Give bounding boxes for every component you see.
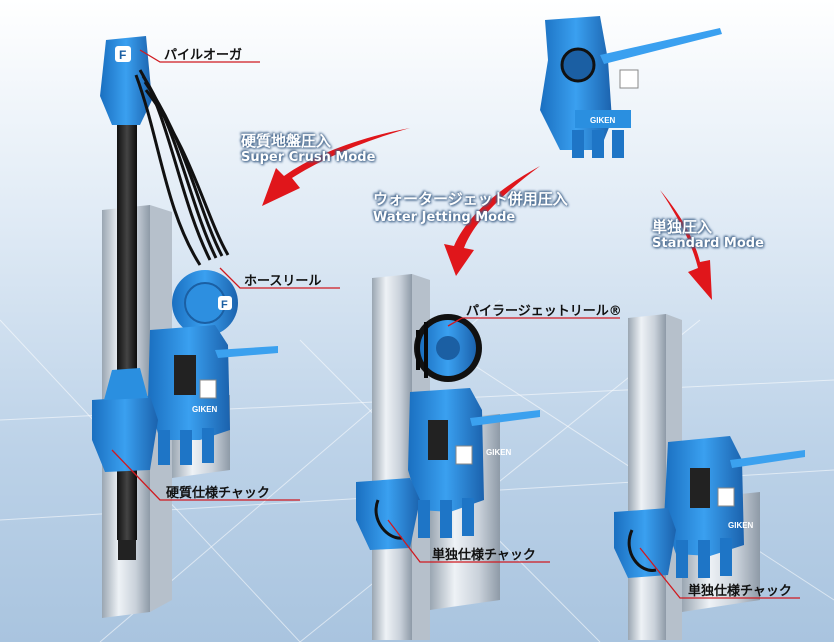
svg-text:F: F bbox=[119, 48, 126, 62]
chuck bbox=[92, 396, 158, 472]
super-crush-en-label: Super Crush Mode bbox=[241, 150, 376, 165]
top-press-machine: GIKEN bbox=[540, 16, 722, 158]
arrow-water-jetting bbox=[444, 166, 540, 276]
sheet-pile bbox=[372, 274, 412, 640]
brand-logo: GIKEN bbox=[192, 405, 218, 414]
water-jetting-en-label: Water Jetting Mode bbox=[373, 210, 516, 225]
standard-chuck-callout-1: 単独仕様チャック bbox=[432, 548, 536, 563]
super-crush-jp-label: 硬質地盤圧入 bbox=[241, 132, 332, 150]
svg-text:GIKEN: GIKEN bbox=[486, 448, 512, 457]
hard-chuck-callout: 硬質仕様チャック bbox=[166, 486, 270, 501]
svg-text:GIKEN: GIKEN bbox=[728, 521, 754, 530]
standard-en-label: Standard Mode bbox=[652, 236, 764, 251]
pile-auger-head bbox=[100, 36, 152, 125]
svg-text:F: F bbox=[221, 299, 228, 311]
super-crush-machine: F F GIKEN bbox=[92, 36, 278, 618]
piler-jet-reel-callout: パイラージェットリール® bbox=[466, 304, 622, 319]
standard-jp-label: 単独圧入 bbox=[652, 218, 713, 236]
water-jetting-jp-label: ウォータージェット併用圧入 bbox=[373, 190, 568, 208]
hydraulic-hoses bbox=[134, 69, 230, 266]
water-jetting-machine: GIKEN bbox=[356, 274, 540, 640]
standard-chuck-callout-2: 単独仕様チャック bbox=[688, 584, 792, 599]
standard-machine: GIKEN bbox=[614, 314, 805, 640]
leader-lines bbox=[111, 49, 800, 599]
sheet-pile bbox=[628, 314, 666, 640]
svg-text:GIKEN: GIKEN bbox=[590, 116, 616, 125]
auger-tip bbox=[118, 540, 136, 560]
arrow-super-crush bbox=[262, 128, 410, 206]
auger-rod bbox=[117, 120, 137, 540]
hose-reel-callout: ホースリール bbox=[244, 274, 322, 289]
pile-auger-callout: パイルオーガ bbox=[164, 48, 243, 63]
arrow-standard bbox=[660, 190, 712, 300]
